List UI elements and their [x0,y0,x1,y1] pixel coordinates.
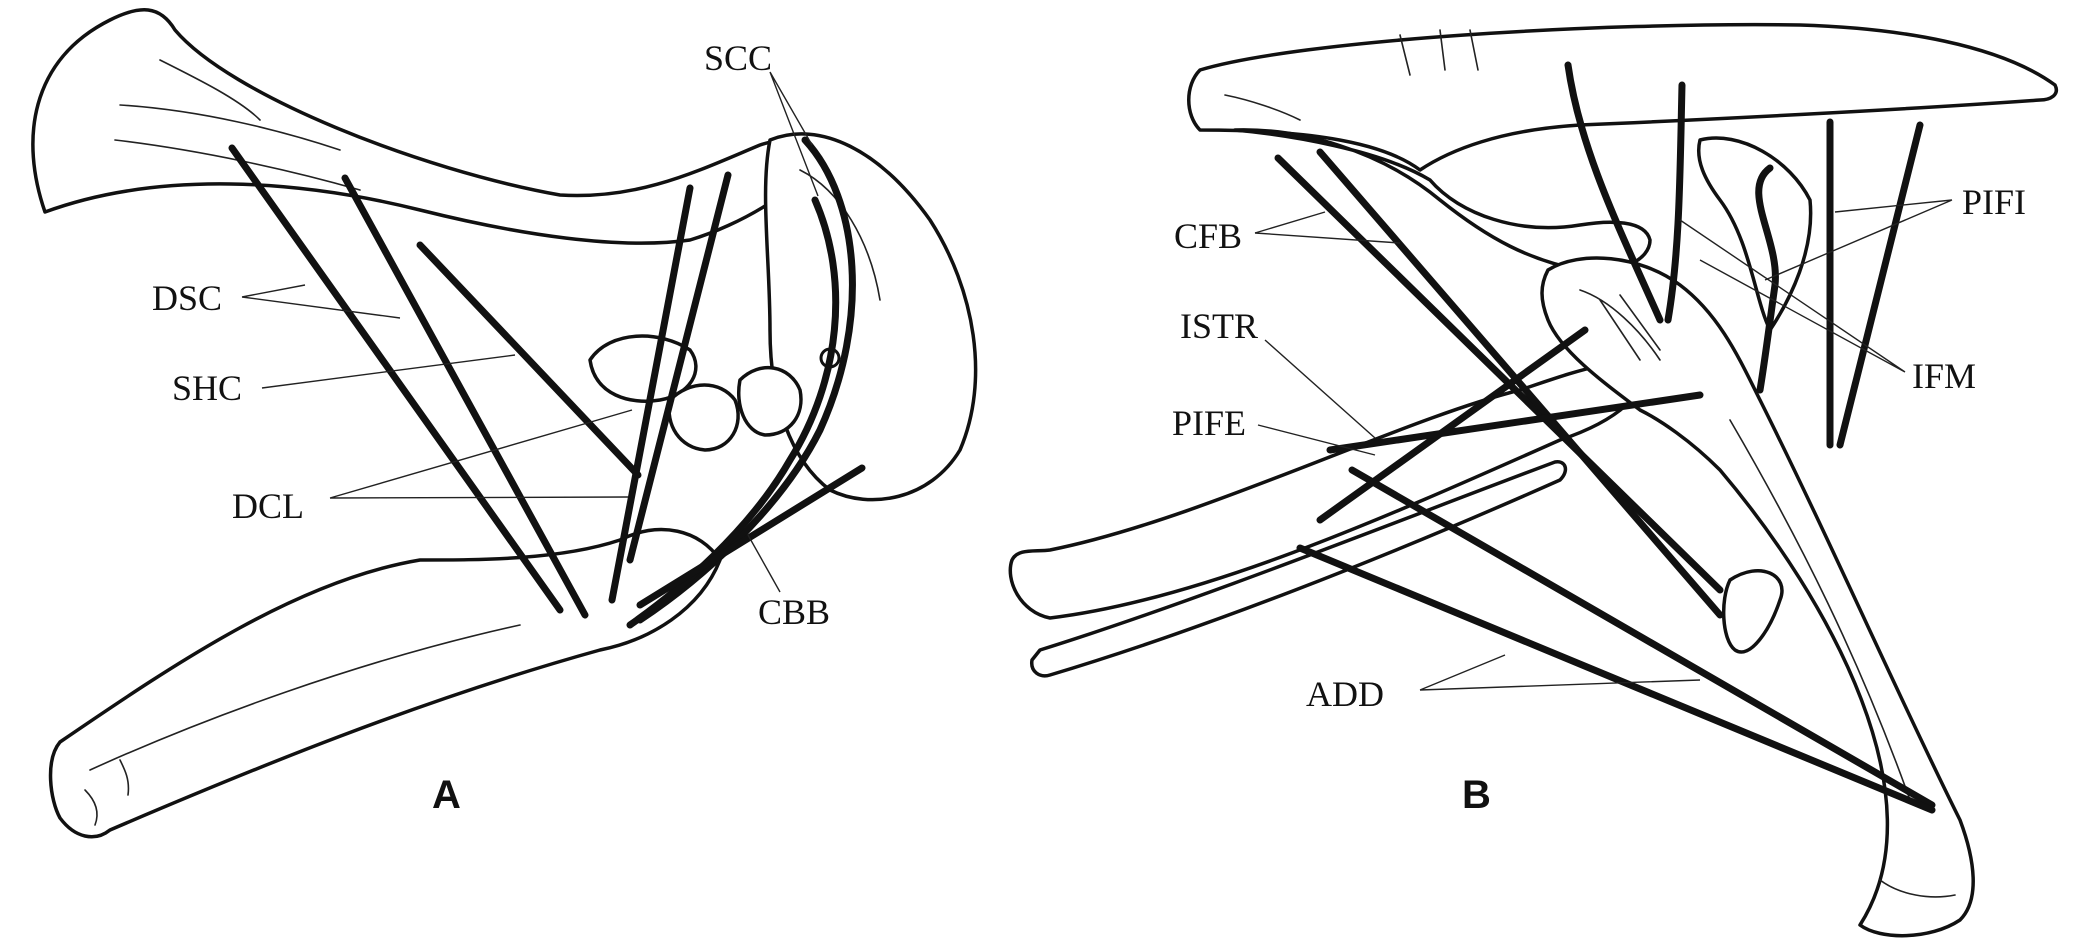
label-ifm: IFM [1912,356,1976,396]
panel-a-coracoid-detail [799,169,881,301]
panel-a-leader-shc [261,354,516,389]
panel-b-humerus-head-detail [1579,289,1661,361]
panel-b-letter: B [1462,773,1491,817]
panel-a-scapula-detail-3 [159,59,261,121]
label-dsc: DSC [152,278,222,318]
panel-a-letter: A [432,773,461,817]
panel-b-leader-istr [1264,339,1376,439]
label-dcl: DCL [232,486,304,526]
label-add: ADD [1306,674,1384,714]
panel-a-humerus [48,527,722,839]
label-cfb: CFB [1174,216,1242,256]
panel-a-leader-dsc [241,284,401,319]
panel-b-muscle-add-2 [1296,544,1936,814]
panel-a-muscle-dcl-2 [626,171,732,564]
panel-a-leader-scc [769,71,819,197]
panel-b-scapula-detail [1224,94,1301,121]
panel-a-humeral-head [667,383,740,452]
panel-b-humerus-detail [1729,419,1911,801]
panel-b-muscle-cfb-2 [1316,148,1724,619]
panel-a-muscle-cbb [636,464,866,609]
panel-a-muscle-dsc-1 [228,144,564,614]
label-pifi: PIFI [1962,182,2026,222]
panel-b-leader-cfb [1254,211,1401,244]
panel-a-leader-cbb [747,534,781,593]
panel-a-leader-dcl [329,409,633,499]
panel-a-humerus-detail-3 [119,759,130,796]
panel-a-scapula [31,8,817,245]
panel-a-humerus-detail [89,624,521,771]
panel-b-muscle-cfb-1 [1274,154,1724,594]
panel-b-procoracoid [1697,136,1813,332]
panel-b-leader-pife [1257,424,1376,456]
panel-b-muscle-pifi-2 [1836,121,1924,449]
panel-a-muscle-scc-1 [636,136,856,624]
panel-b-humerus-detail-2 [1879,879,1956,898]
panel-b-scapula [1187,22,2058,172]
panel-b-leader-ifm [1679,219,1906,373]
panel-a-glenoid [588,334,698,403]
panel-b-coracoid [1233,128,1652,273]
panel-a-muscle-scc-2 [626,196,840,629]
panel-a-muscle-dsc-2 [341,174,589,619]
panel-a-humerus-detail-2 [84,789,98,826]
panel-a-scapula-detail [119,104,341,151]
label-scc: SCC [704,38,772,78]
panel-b-leader-pifi [1764,199,1953,281]
panel-b-condyle [1721,569,1784,654]
panel-b: CFB PIFI ISTR PIFE IFM ADD B [1008,22,2058,938]
panel-b-muscle-istr [1316,326,1589,524]
panel-a-acromion [737,365,803,437]
panel-b-muscle-ifm-2 [1664,81,1686,324]
panel-b-humerus [1540,256,1975,938]
panel-a-muscle-shc [416,241,642,479]
panel-b-leader-add [1419,654,1701,691]
panel-a: SCC DSC SHC DCL CBB A [31,8,978,839]
label-cbb: CBB [758,592,830,632]
label-pife: PIFE [1172,403,1246,443]
panel-b-muscle-ifm-1 [1564,61,1664,324]
panel-b-muscle-add-1 [1348,466,1936,809]
panel-b-muscle-pife [1326,391,1704,454]
label-shc: SHC [172,368,242,408]
panel-a-muscle-dcl-1 [608,184,694,604]
panel-b-scapula-detail-2 [1399,29,1479,76]
label-istr: ISTR [1180,306,1258,346]
